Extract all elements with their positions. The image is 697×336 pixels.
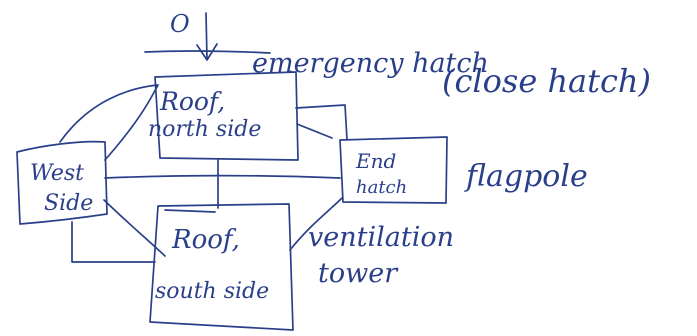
diagram-strokes bbox=[16, 12, 448, 331]
emergency-hatch-label: emergency hatch bbox=[252, 48, 489, 79]
west-side-box bbox=[16, 140, 108, 225]
down-arrow-icon bbox=[196, 12, 218, 61]
end-hatch-line2: hatch bbox=[356, 177, 407, 198]
connector-lines bbox=[59, 84, 348, 263]
end-hatch-box bbox=[339, 136, 448, 204]
roof-south-line2: south side bbox=[155, 279, 269, 304]
roof-north-line1: Roof, bbox=[159, 87, 225, 116]
diagram-labels: O emergency hatch (close hatch) Roof, no… bbox=[30, 10, 651, 304]
flagpole-label: flagpole bbox=[464, 159, 588, 194]
close-hatch-label: (close hatch) bbox=[442, 62, 651, 100]
top-mark-label: O bbox=[170, 10, 190, 38]
ventilation-line1: ventilation bbox=[308, 222, 454, 253]
roof-north-line2: north side bbox=[148, 117, 261, 142]
end-hatch-line1: End bbox=[355, 149, 396, 173]
roof-south-line1: Roof, bbox=[171, 225, 240, 255]
roof-north-box bbox=[154, 71, 299, 161]
top-line bbox=[144, 50, 271, 54]
west-side-line2: Side bbox=[44, 191, 93, 216]
ventilation-line2: tower bbox=[318, 258, 399, 289]
west-side-line1: West bbox=[30, 161, 84, 186]
roof-south-box bbox=[149, 203, 294, 331]
